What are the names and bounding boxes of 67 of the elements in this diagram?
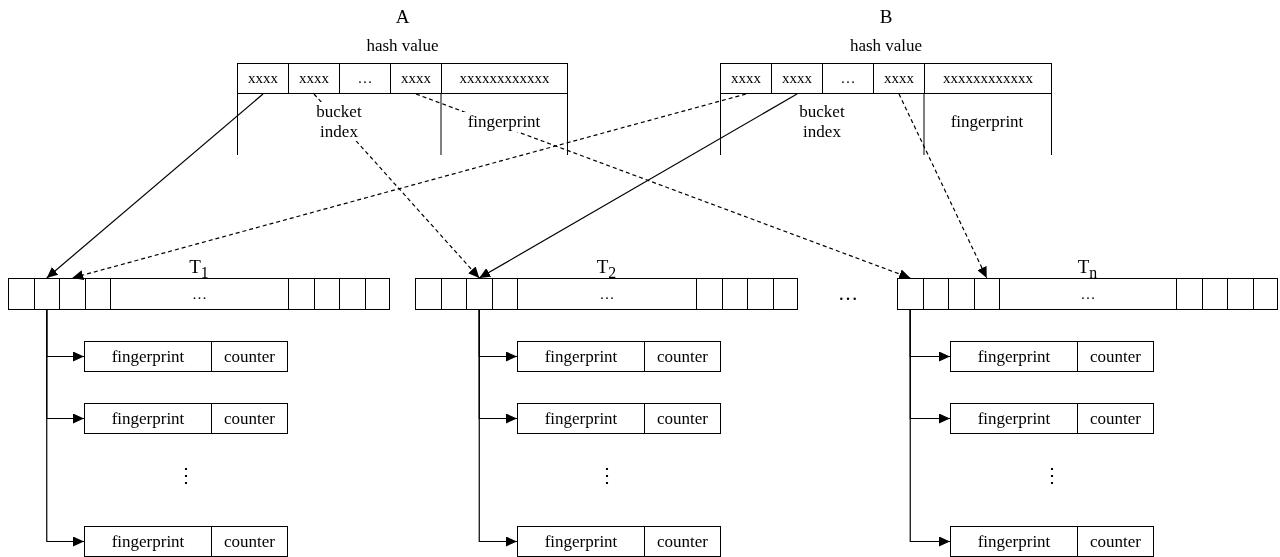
fingerprint-field: fingerprint [517,341,645,372]
bucket-cell [466,278,493,310]
arrow [46,309,85,547]
hash-bits-cell: xxxxxxxxxxxx [924,63,1052,94]
hash-bits-cell: xxxx [873,63,925,94]
bucket-cell [33,278,60,310]
bucket-cell [364,278,390,310]
dashed-arrow [415,93,911,279]
bucket-cell [772,278,798,310]
hash-bits-cell: xxxx [720,63,772,94]
bucket-cell [440,278,467,310]
bucket-cell [491,278,518,310]
bucket-cell [8,278,35,310]
counter-field: counter [644,341,721,372]
bucket-cell [1201,278,1228,310]
hash-bits-cell: xxxx [390,63,442,94]
bucket-cell [948,278,975,310]
counter-field: counter [211,403,288,434]
bucket-cell [747,278,774,310]
hash-bits-cell: … [339,63,391,94]
fingerprint-field: fingerprint [950,341,1078,372]
fingerprint-field: fingerprint [84,403,212,434]
hash-bits-cell: … [822,63,874,94]
bucket-cell [897,278,924,310]
counter-field: counter [1077,403,1154,434]
arrow [478,93,798,279]
bucket-cell [696,278,723,310]
bucket-cell [59,278,86,310]
hash-bits-cell: xxxx [771,63,823,94]
fingerprint-field: fingerprint [517,403,645,434]
arrow [478,309,518,547]
counter-field: counter [211,341,288,372]
counter-field: counter [1077,341,1154,372]
counter-field: counter [644,403,721,434]
counter-field: counter [211,526,288,557]
hash-bits-cell: xxxxxxxxxxxx [441,63,568,94]
fingerprint-field: fingerprint [950,526,1078,557]
bucket-cell [313,278,340,310]
bucket-cell: … [110,278,289,310]
hash-bits-cell: xxxx [237,63,289,94]
bucket-cell: … [517,278,697,310]
table-title: B [879,6,893,28]
fingerprint-field: fingerprint [950,403,1078,434]
bucket-cell [721,278,748,310]
arrow [46,93,264,279]
counter-field: counter [1077,526,1154,557]
bucket-cell: … [999,278,1177,310]
table-caption: hash value [849,36,923,56]
dashed-arrow [71,93,747,280]
fingerprint-field: fingerprint [84,526,212,557]
bucket-cell [922,278,949,310]
bucket-cell [339,278,366,310]
bucket-cell [288,278,315,310]
bucket-cell [1252,278,1278,310]
bucket-cell [415,278,442,310]
table-caption: hash value [366,36,439,56]
bucket-cell [1176,278,1203,310]
bucket-cell [973,278,1000,310]
counter-field: counter [644,526,721,557]
arrow [909,309,951,547]
dashed-arrow [898,93,988,279]
bucket-cell [84,278,111,310]
hash-bits-cell: xxxx [288,63,340,94]
fingerprint-field: fingerprint [517,526,645,557]
bucket-cell [1227,278,1254,310]
table-title: A [395,6,410,28]
fingerprint-field: fingerprint [84,341,212,372]
